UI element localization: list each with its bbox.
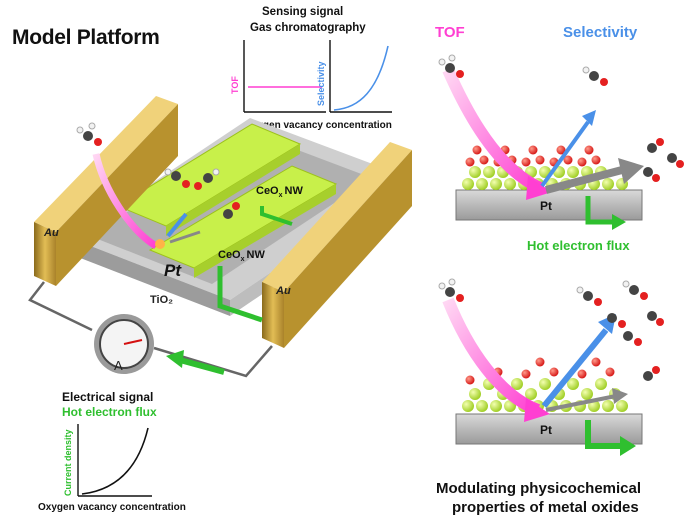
tof-axis-label: TOF [230,76,240,94]
hot-electron-flux-label: Hot electron flux [527,238,630,253]
selectivity-arrow-device [166,212,188,238]
molecules-top [438,54,684,182]
caption-line-2: properties of metal oxides [452,499,639,516]
tof-heading: TOF [435,24,465,41]
catalysis-panel-top: Pt [438,54,684,230]
page-title: Model Platform [12,26,160,49]
au-right-label: Au [275,285,291,297]
selectivity-curve [333,45,389,111]
electrical-chart: Current density [63,424,152,497]
selectivity-heading: Selectivity [563,24,638,41]
molecule-co [223,202,240,219]
selectivity-arrow-bottom [541,328,609,408]
hot-electron-flux-subtitle: Hot electron flux [62,405,157,419]
molecule-methanol [76,122,102,146]
tof-arrow-top [442,67,543,194]
current-return-arrow [179,357,225,375]
current-density-axis-label: Current density [63,429,73,496]
hot-electron-arrow-device [217,266,263,323]
pt-slab-top [455,189,643,221]
caption-line-1: Modulating physicochemical [436,480,642,497]
sensing-x-axis-label: Oxygen vacancy concentration [244,120,392,131]
pt-label-bottom: Pt [540,423,552,437]
co-arrow-top [544,166,624,194]
wire-left [28,281,93,332]
selectivity-axis-label: Selectivity [316,61,326,106]
molecule-formaldehyde [164,168,220,190]
hot-electron-arrow-bottom [585,420,624,449]
electrical-signal-label: Electrical signal [62,390,154,404]
pt-label: Pt [164,261,182,280]
reactant-arrow [92,153,158,249]
au-right-pad-top [262,142,412,292]
ammeter: A [94,314,154,374]
selectivity-arrow-top [540,120,590,188]
gas-chromatography-label: Gas chromatography [250,22,366,34]
hot-electron-arrow-top [585,196,616,225]
wire-right [153,345,273,378]
au-left-pad-top [34,96,178,232]
ammeter-label: A [114,358,123,373]
sensing-charts: TOF Selectivity [230,40,392,113]
catalysis-panel-bottom: Pt [438,278,664,456]
electrical-x-axis-label: Oxygen vacancy concentration [38,502,186,513]
tio2-label: TiO₂ [150,294,173,306]
tof-arrow-bottom [442,297,541,416]
molecules-bottom [438,278,664,381]
current-density-curve [81,427,149,495]
co-arrow-bottom [545,394,617,412]
pt-label-top: Pt [540,199,552,213]
sensing-signal-label: Sensing signal [262,6,344,18]
au-left-label: Au [43,227,59,239]
